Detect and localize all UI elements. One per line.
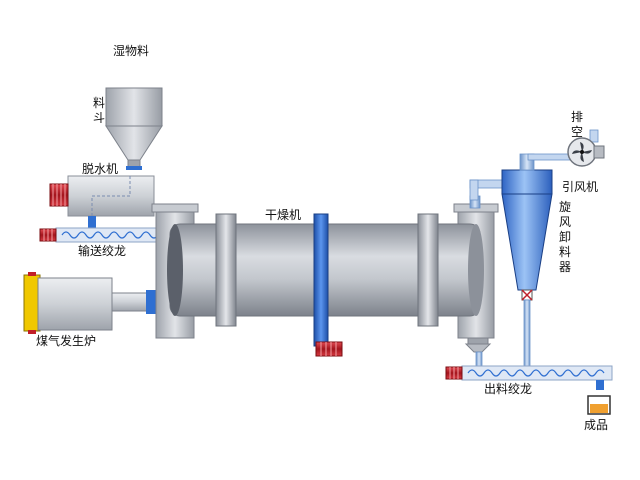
label-cyclone-unloader: 旋风卸料器 [558, 200, 571, 274]
dewatering-machine [49, 175, 155, 228]
motor-icon [49, 183, 69, 207]
label-discharge-screw: 出料绞龙 [484, 382, 533, 396]
label-dewatering-machine: 脱水机 [82, 162, 119, 176]
rotary-dryer [151, 203, 499, 371]
coal-gas-generator [23, 272, 157, 334]
label-feed-screw: 输送绞龙 [78, 244, 127, 258]
hopper [105, 87, 163, 170]
motor-icon [315, 341, 343, 357]
label-dryer: 干燥机 [265, 208, 302, 222]
induced-draft-fan [527, 129, 605, 167]
label-coal-gas-generator: 煤气发生炉 [36, 334, 97, 348]
label-induced-draft-fan: 引风机 [562, 180, 599, 194]
product-bin [587, 395, 611, 415]
label-exhaust: 排空 [570, 110, 583, 139]
label-product: 成品 [584, 418, 609, 432]
cyclone-unloader [501, 153, 553, 367]
label-wet-material: 湿物料 [113, 44, 150, 58]
label-hopper: 料斗 [92, 96, 105, 125]
feed-screw-conveyor [39, 227, 167, 243]
discharge-screw-conveyor [445, 365, 613, 390]
